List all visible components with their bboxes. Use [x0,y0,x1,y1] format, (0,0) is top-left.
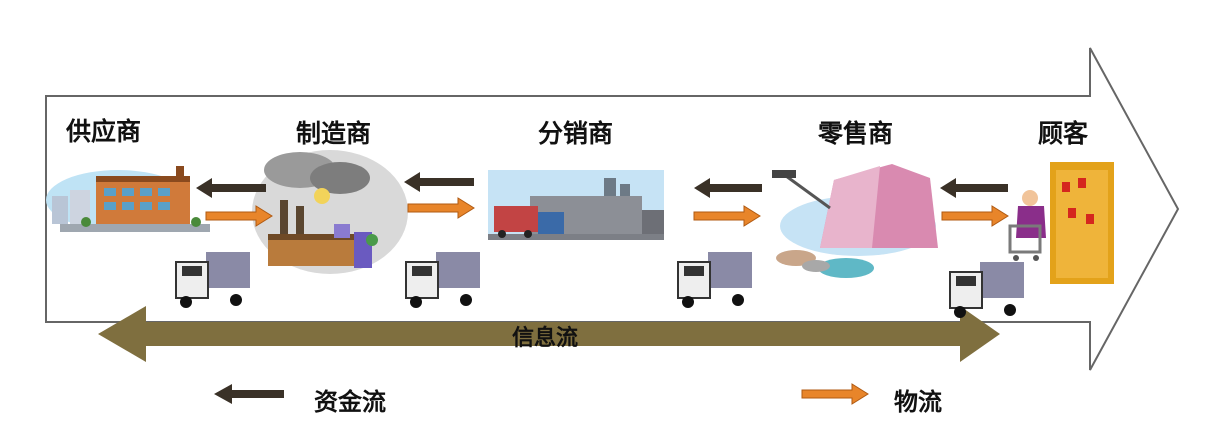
truck-2 [405,252,480,308]
legend-logistics-label: 物流 [894,388,942,416]
node-label-manufacturer: 制造商 [296,119,372,148]
distributor-image [488,170,664,240]
node-label-distributor: 分销商 [538,119,614,148]
truck-4 [949,262,1024,318]
goods-arrow-1 [205,205,273,227]
customer-image [1008,162,1114,284]
info-flow-label: 信息流 [512,326,579,351]
node-label-retailer: 零售商 [818,119,894,148]
outer-flow-arrow [45,47,1180,371]
truck-3 [677,252,752,308]
money-arrow-4 [940,178,1008,198]
goods-arrow-3 [693,205,761,227]
manufacturer-image [252,150,408,274]
goods-arrow-2 [407,197,475,219]
money-arrow-1 [196,178,266,198]
legend-goods-arrow [801,383,869,405]
money-arrow-3 [694,178,762,198]
info-flow-arrow [98,306,1000,362]
goods-arrow-4 [941,205,1009,227]
legend-money-label: 资金流 [314,388,386,416]
node-label-supplier: 供应商 [66,117,142,146]
node-label-customer: 顾客 [1038,119,1089,148]
retailer-image [772,164,938,278]
truck-1 [175,252,250,308]
legend-money-arrow [214,384,284,404]
money-arrow-2 [404,172,474,192]
supplier-image [46,166,210,232]
